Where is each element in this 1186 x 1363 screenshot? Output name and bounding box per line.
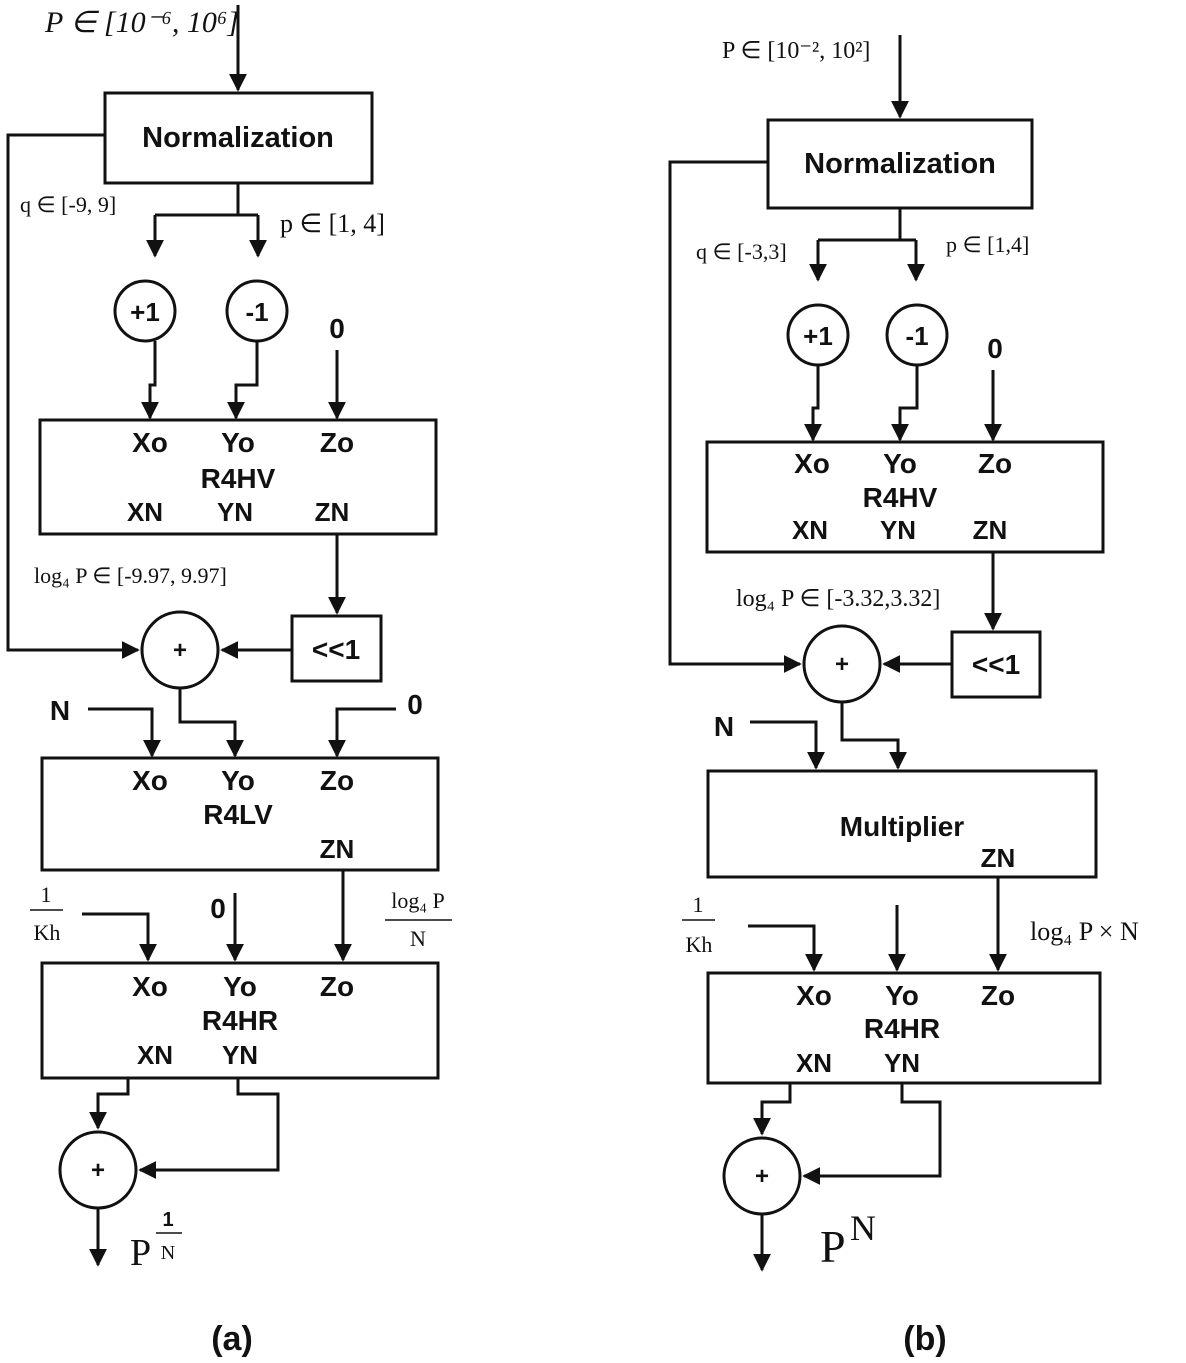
panel-a-kh-den: Kh [34,920,61,945]
panel-b-zero-1: 0 [987,333,1003,364]
panel-b-r4hv-block [705,440,1105,554]
panel-b-r4hv-zn: ZN [973,515,1008,545]
panel-a-output-exp-den: N [161,1242,175,1264]
panel-a-log-range: log₄ P ∈ [-9.97, 9.97] [34,563,227,588]
panel-a-zero-3: 0 [210,893,226,924]
panel-b-input-label: P ∈ [10⁻², 10²] [722,38,870,64]
panel-b-r4hv-xn: XN [792,515,828,545]
panel-a-r4hv-yn: YN [217,497,253,527]
panel-b-multiplier-block [706,769,1098,879]
panel-b-output-base: P [820,1221,846,1272]
panel-a-r4hr-y0: Yo [223,971,257,1002]
panel-b-q-range: q ∈ [-3,3] [696,239,787,264]
panel-b-kh-num: 1 [693,892,704,917]
panel-a-r4hv-z0: Zo [320,427,354,458]
panel-b-output-exp: N [850,1208,876,1248]
panel-b-r4hr-name: R4HR [864,1013,940,1044]
panel-a-r4lv-name: R4LV [203,799,273,830]
panel-a-input-label: P ∈ [10⁻⁶, 10⁶] [44,6,239,39]
panel-a-r4lv-y0: Yo [221,765,255,796]
panel-a-output-exp-num: 1 [162,1209,173,1231]
panel-a-kh-num: 1 [41,882,52,907]
panel-b-mult-zn: ZN [981,843,1016,873]
panel-b-r4hr-yn: YN [884,1048,920,1078]
panel-b-r4hr-y0: Yo [885,980,919,1011]
panel-b-p-range: p ∈ [1,4] [946,232,1029,257]
panel-b-r4hv-yn: YN [880,515,916,545]
panel-a-final-adder-label: + [91,1157,105,1184]
panel-b-multiplier-label: Multiplier [840,811,965,842]
panel-a-r4lv-z0: Zo [320,765,354,796]
panel-b-normalization-label: Normalization [804,148,996,180]
panel-a-r4lv-block [40,756,440,872]
panel-b-log-range: log₄ P ∈ [-3.32,3.32] [736,586,940,612]
panel-a-r4hv-xn: XN [127,497,163,527]
panel-b-normalization-block [766,118,1034,210]
panel-a-output-base: P [130,1232,151,1274]
panel-b-r4hv-x0: Xo [794,448,830,479]
panel-a-r4hr-yn: YN [222,1040,258,1070]
panel-a-r4hr-z0: Zo [320,971,354,1002]
panel-a-r4hv-zn: ZN [315,497,350,527]
panel-b-n-input: N [714,711,734,742]
panel-a-r4lv-zn: ZN [320,834,355,864]
panel-a-q-range: q ∈ [-9, 9] [20,192,116,217]
panel-b-log-times-n: log₄ P × N [1030,917,1139,946]
panel-a-zero-1: 0 [329,313,345,344]
panel-b-shift-label: <<1 [972,649,1020,680]
panel-a-r4hr-name: R4HR [202,1005,278,1036]
panel-b-adder-label: + [835,651,849,678]
panel-b-r4hr-xn: XN [796,1048,832,1078]
panel-a-normalization-label: Normalization [142,122,334,154]
panel-a-plus-one-node [113,279,177,343]
panel-a-minus-one-label: -1 [245,297,268,327]
panel-a-n-input: N [50,695,70,726]
panel-a-p-range: p ∈ [1, 4] [280,209,385,238]
panel-a-caption: (a) [211,1320,253,1358]
panel-a-r4hr-xn: XN [137,1040,173,1070]
panel-b-plus-one-label: +1 [803,321,833,351]
panel-b-r4hr-z0: Zo [981,980,1015,1011]
panel-b-r4hr-block [706,971,1102,1085]
panel-b-kh-den: Kh [686,932,713,957]
panel-b-caption: (b) [903,1320,946,1358]
panel-a-shift-label: <<1 [312,634,360,665]
panel-b-final-adder-label: + [755,1163,769,1190]
panel-a-r4hv-block [38,418,438,536]
panel-a-adder-label: + [173,637,187,664]
panel-b-r4hv-y0: Yo [883,448,917,479]
panel-b-r4hv-z0: Zo [978,448,1012,479]
panel-a-r4hv-y0: Yo [221,427,255,458]
panel-a-plus-one-label: +1 [130,297,160,327]
panel-b-r4hr-x0: Xo [796,980,832,1011]
panel-b-minus-one-label: -1 [905,321,928,351]
panel-b: P ∈ [10⁻², 10²] Normalization q ∈ [-3,3]… [668,35,1139,1358]
panel-a-r4lv-x0: Xo [132,765,168,796]
panel-a-r4hr-x0: Xo [132,971,168,1002]
panel-a-r4hr-block [40,961,440,1080]
panel-a-log-over-n-den: N [410,926,426,951]
panel-a-r4hv-name: R4HV [201,463,276,494]
panel-a-log-over-n-num: log₄ P [391,888,445,913]
panel-b-r4hv-name: R4HV [863,482,938,513]
panel-a-r4hv-x0: Xo [132,427,168,458]
panel-a-zero-2: 0 [407,689,423,720]
panel-a: P ∈ [10⁻⁶, 10⁶] Normalization q ∈ [-9, 9… [6,5,452,1358]
